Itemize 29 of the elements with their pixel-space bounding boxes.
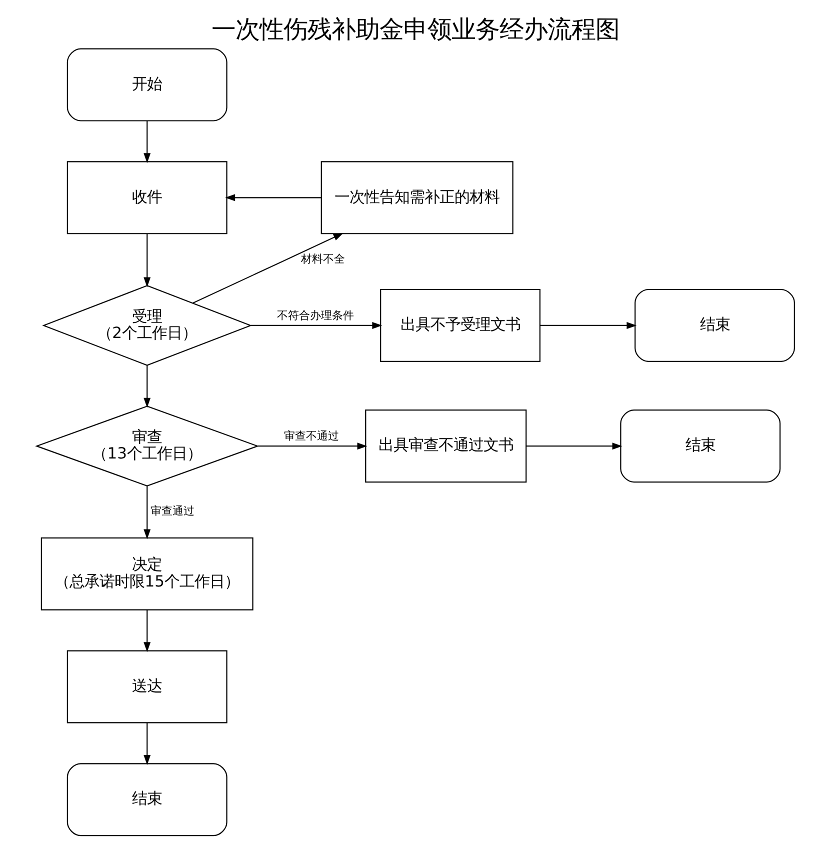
node-box: 开始 [66, 48, 228, 121]
node-box: 一次性告知需补正的材料 [320, 160, 514, 234]
node-box: 决定 （总承诺时限15个工作日） [40, 536, 254, 610]
node-diamond: 受理 （2个工作日） [42, 284, 252, 366]
node-diamond: 审查 （13个工作日） [35, 405, 260, 486]
arrow [526, 442, 622, 450]
arrow [192, 232, 344, 304]
node-box: 送达 [66, 650, 228, 723]
arrow [144, 610, 151, 652]
edge-label: 审查通过 [150, 504, 195, 518]
node-box: 收件 [66, 160, 228, 234]
node-box: 结束 [634, 288, 795, 362]
node-box: 结束 [620, 409, 781, 482]
edge-label: 审查不通过 [284, 428, 340, 442]
arrow [144, 120, 151, 163]
node-box: 结束 [66, 762, 228, 836]
arrow [144, 233, 151, 287]
arrow [144, 722, 151, 765]
diagram-title: 一次性伤残补助金申领业务经办流程图 [212, 14, 620, 43]
arrow [540, 321, 637, 328]
node-box: 出具不予受理文书 [380, 288, 540, 362]
arrow [144, 486, 151, 539]
arrow [250, 321, 382, 328]
edge-label: 不符合办理条件 [277, 308, 354, 322]
arrow [144, 364, 151, 408]
node-box: 出具审查不通过文书 [365, 409, 527, 482]
edge-label: 材料不全 [301, 252, 346, 265]
arrow [225, 194, 322, 201]
arrow [258, 442, 368, 450]
